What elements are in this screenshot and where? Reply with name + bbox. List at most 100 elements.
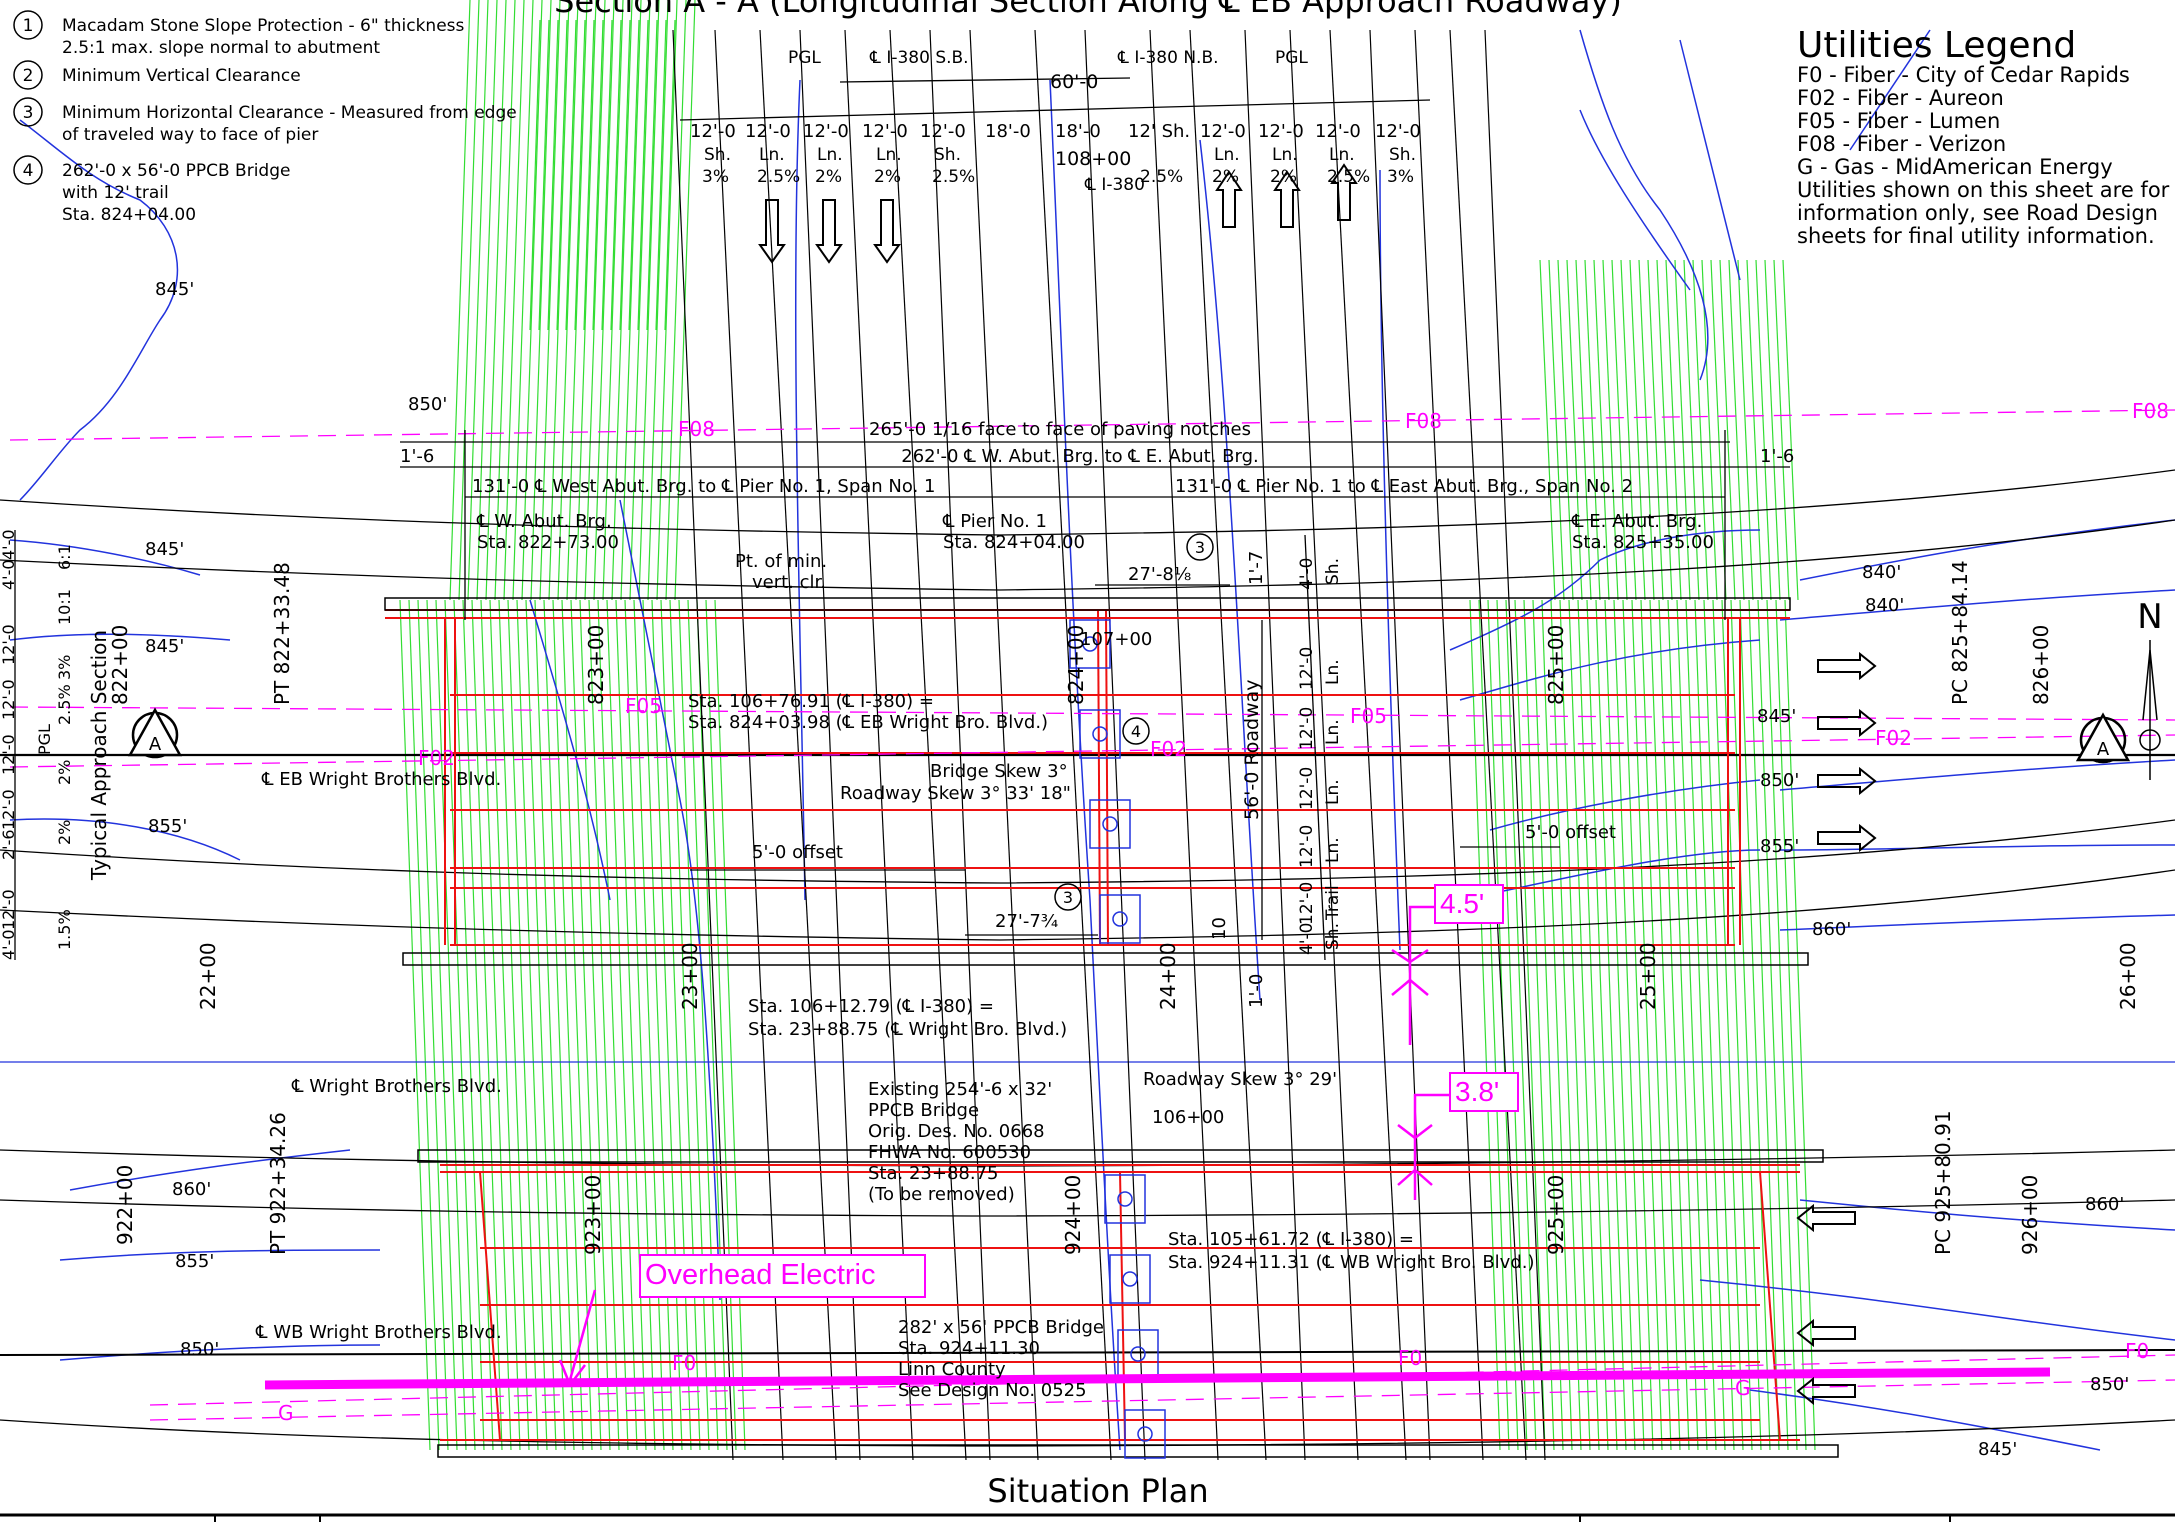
lane-width: 12'-0 xyxy=(1315,121,1361,142)
lane-slope: 2.5% xyxy=(932,167,975,187)
station-106: 106+00 xyxy=(1152,1107,1224,1128)
typical-lanes: 12'-0Sh.3%12'-0Ln.2.5%12'-0Ln.2%12'-0Ln.… xyxy=(690,121,1421,187)
lane-slope: 2% xyxy=(815,167,842,187)
utility-f05-label: F05 xyxy=(1350,704,1387,728)
lane-name: Ln. xyxy=(759,145,785,165)
roadway-skew: Roadway Skew 3° 33' 18" xyxy=(840,783,1071,804)
clearance-4-5-label: 4.5' xyxy=(1440,888,1484,919)
lane-name: Ln. xyxy=(1329,145,1355,165)
lane-width: 12'-0 xyxy=(1200,121,1246,142)
overhead-electric-box xyxy=(639,1254,926,1298)
lane-slope: 3% xyxy=(702,167,729,187)
pier-clearance-top: 27'-8⅛ xyxy=(1128,564,1191,585)
utility-g-label: G xyxy=(1735,1376,1751,1400)
lane-width: 12' Sh. xyxy=(1128,121,1190,142)
right-dimension: 12'-0 xyxy=(1297,767,1317,810)
utility-f02-label: F02 xyxy=(1150,737,1187,761)
left-dimension: 12'-0 xyxy=(0,889,18,930)
right-dimension: 12'-0 xyxy=(1297,647,1317,690)
utilities-legend: Utilities Legend F0 - Fiber - City of Ce… xyxy=(1797,25,2170,248)
lane-slope: 3% xyxy=(1387,167,1414,187)
contour-label: 845' xyxy=(1757,706,1796,727)
contour-label: 855' xyxy=(175,1251,214,1272)
utility-f0-label: F0 xyxy=(1398,1346,1422,1370)
section-marker-label: A xyxy=(2097,739,2110,760)
sta-26-label: 26+00 xyxy=(2116,942,2140,1010)
legend-item: F0 - Fiber - City of Cedar Rapids xyxy=(1797,63,2130,87)
sta-23-label: 23+00 xyxy=(678,942,702,1010)
north-arrow-label: N xyxy=(2137,597,2162,637)
west-bearing-station: Sta. 822+73.00 xyxy=(477,532,619,553)
eb-station-equation: Sta. 824+03.98 (℄ EB Wright Bro. Blvd.) xyxy=(688,712,1048,733)
contour-label: 845' xyxy=(155,279,194,300)
callout-3: 3 xyxy=(1195,538,1205,557)
lane-width: 12'-0 xyxy=(862,121,908,142)
pgl-sb-label: PGL xyxy=(788,48,821,68)
clearance-callouts xyxy=(558,905,1450,1386)
traffic-arrows xyxy=(758,163,1877,1406)
min-clearance-label: vert. clr. xyxy=(752,572,826,593)
sta-922-label: 922+00 xyxy=(113,1165,137,1245)
left-dimension: 4'-0 xyxy=(0,529,18,560)
callout-3: 3 xyxy=(1063,888,1073,907)
contour-label: 850' xyxy=(408,394,447,415)
general-notes: 1 Macadam Stone Slope Protection - 6" th… xyxy=(23,16,517,225)
sta-923-label: 923+00 xyxy=(581,1175,605,1255)
left-slope: 6:1 xyxy=(55,544,74,570)
end-dimension-right: 1'-6 xyxy=(1760,446,1794,467)
embankment-hatching xyxy=(399,0,1816,1451)
situation-plan-title: Situation Plan xyxy=(987,1472,1208,1510)
sta-924-label: 924+00 xyxy=(1061,1175,1085,1255)
pier-label: ℄ Pier No. 1 xyxy=(942,511,1047,532)
sta-926-label: 926+00 xyxy=(2018,1175,2042,1255)
existing-bridge-line: PPCB Bridge xyxy=(868,1100,979,1121)
contour-label: 860' xyxy=(1812,919,1851,940)
dimension-lines xyxy=(14,77,1790,961)
right-lane-name: Sh. xyxy=(1323,923,1343,950)
wb-bridge-line: 282' x 56' PPCB Bridge xyxy=(898,1317,1104,1338)
contour-label: 855' xyxy=(1760,836,1799,857)
left-slope: 1.5% xyxy=(55,909,74,950)
vertical-dimension: 1'-0 xyxy=(1246,974,1267,1008)
clearance-4-5-box xyxy=(1434,884,1504,924)
pc-925-label: PC 925+80.91 xyxy=(1931,1110,1955,1255)
lane-name: Sh. xyxy=(934,145,961,165)
utility-labels: F08 F08 F08 F05 F05 F02 F02 F02 F0 F0 F0… xyxy=(278,399,2169,1425)
left-slope: 2% xyxy=(55,760,74,785)
lane-width: 12'-0 xyxy=(745,121,791,142)
right-dimension: 4'-0 xyxy=(1297,923,1317,955)
right-dimension: 12'-0 xyxy=(1297,707,1317,750)
wright-road-label: ℄ Wright Brothers Blvd. xyxy=(291,1076,502,1097)
i380-lane-lines xyxy=(672,29,1546,1461)
wb-bridge-line: Sta. 924+11.30 xyxy=(898,1338,1040,1359)
utility-f0-label: F0 xyxy=(672,1351,696,1375)
contour-label: 845' xyxy=(1978,1439,2017,1460)
pc-825-label: PC 825+84.14 xyxy=(1948,560,1972,705)
offset-left: 5'-0 offset xyxy=(752,842,843,863)
station-107: 107+00 xyxy=(1080,629,1152,650)
pt-822-label: PT 822+33.48 xyxy=(270,562,294,705)
left-slope: 10:1 xyxy=(55,589,74,625)
sta-24-label: 24+00 xyxy=(1156,942,1180,1010)
lane-width: 12'-0 xyxy=(690,121,736,142)
contour-label: 850' xyxy=(180,1339,219,1360)
end-dimension-left: 1'-6 xyxy=(400,446,434,467)
utility-f0-label: F0 xyxy=(2125,1339,2149,1363)
wb-station-equation: Sta. 924+11.31 (℄ WB Wright Bro. Blvd.) xyxy=(1168,1252,1535,1273)
pier-clearance-bottom: 27'-7¾ xyxy=(995,911,1058,932)
note-text: with 12' trail xyxy=(62,183,169,203)
vertical-dimension: 1'-7 xyxy=(1246,551,1267,585)
wb-road-label: ℄ WB Wright Brothers Blvd. xyxy=(255,1322,502,1343)
clearance-3-8-box xyxy=(1449,1072,1519,1112)
right-lane-name: Ln. xyxy=(1323,779,1343,805)
min-clearance-label: Pt. of min. xyxy=(735,551,827,572)
east-bearing-station: Sta. 825+35.00 xyxy=(1572,532,1714,553)
legend-title: Utilities Legend xyxy=(1797,25,2076,66)
lane-slope: 2.5% xyxy=(1140,167,1183,187)
sta-25-label: 25+00 xyxy=(1636,942,1660,1010)
note-circles xyxy=(13,10,1214,911)
overhead-electric-label: Overhead Electric xyxy=(645,1259,876,1291)
lane-width: 12'-0 xyxy=(920,121,966,142)
pier-columns xyxy=(1069,619,1166,1459)
utility-f05-label: F05 xyxy=(625,694,662,718)
